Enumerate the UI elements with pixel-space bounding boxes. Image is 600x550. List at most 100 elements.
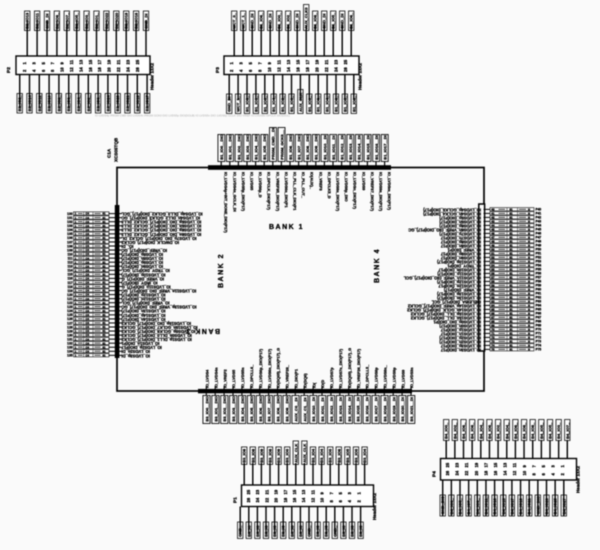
svg-text:61: 61	[103, 337, 107, 341]
svg-text:B1_IO15__DI: B1_IO15__DI	[365, 135, 370, 159]
svg-text:C4: C4	[86, 248, 90, 252]
svg-text:IO_LVDS14p_VREF_DIO(P17)_GCLK2: IO_LVDS14p_VREF_DIO(P17)_GCLK2	[407, 303, 481, 308]
svg-text:67: 67	[491, 316, 495, 320]
svg-text:61: 61	[510, 300, 514, 304]
svg-text:10: 10	[320, 497, 325, 502]
svg-text:B4_IO8_: B4_IO8_	[530, 422, 535, 439]
svg-text:61: 61	[103, 301, 107, 305]
svg-text:106: 106	[67, 236, 73, 240]
svg-text:IO_VREF26_DIO(P17): IO_VREF26_DIO(P17)	[357, 348, 361, 388]
svg-text:B1_IO2__DIO: B1_IO2__DIO	[236, 134, 241, 159]
svg-text:C4: C4	[86, 268, 90, 272]
svg-text:24: 24	[334, 67, 339, 72]
svg-text:IO_LVDS4p+INT_DONE_DIO(P17): IO_LVDS4p+INT_DONE_DIO(P17)	[224, 172, 228, 233]
svg-text:12: 12	[512, 470, 517, 475]
svg-text:B1_IO8__DIO: B1_IO8__DIO	[305, 134, 310, 159]
svg-text:IO_LVDS12p_DIO(P17): IO_LVDS12p_DIO(P17)	[437, 279, 481, 284]
svg-text:B3_IO: B3_IO	[255, 525, 260, 537]
svg-text:H: H	[528, 220, 530, 224]
svg-text:C4: C4	[86, 224, 90, 228]
svg-text:1: 1	[75, 248, 77, 252]
svg-text:1: 1	[75, 277, 77, 281]
svg-text:61: 61	[510, 292, 514, 296]
svg-text:IO(DQ05)_DIO(P17)_G: IO(DQ05)_DIO(P17)_G	[277, 348, 281, 388]
svg-text:53: 53	[491, 260, 495, 264]
svg-text:1: 1	[75, 289, 77, 293]
svg-text:22: 22	[116, 67, 121, 72]
svg-text:B2_IO11: B2_IO11	[35, 12, 40, 29]
svg-text:4: 4	[239, 69, 244, 72]
svg-text:10: 10	[522, 470, 527, 475]
svg-text:4: 4	[347, 500, 352, 503]
svg-text:B1_IO5_: B1_IO5_	[342, 95, 347, 112]
svg-text:BANK 2: BANK 2	[218, 253, 225, 288]
svg-text:1: 1	[75, 232, 77, 236]
svg-text:GND_DI: GND_DI	[144, 14, 149, 29]
svg-text:B4_IO25: B4_IO25	[553, 497, 558, 514]
svg-text:BANK 3: BANK 3	[185, 327, 220, 334]
svg-text:IO_LVDS5n_DIO(P17): IO_LVDS5n_DIO(P17)	[439, 219, 481, 224]
svg-text:P61: P61	[536, 292, 542, 296]
svg-text:P63: P63	[536, 300, 542, 304]
svg-text:B3_IO7__DIO: B3_IO7__DIO	[267, 396, 272, 421]
svg-text:114: 114	[67, 269, 72, 273]
svg-text:B3_IO0: B3_IO0	[285, 448, 290, 463]
svg-text:1: 1	[75, 349, 77, 353]
svg-text:B2_IO2_: B2_IO2_	[17, 94, 22, 111]
svg-text:IO_LVDS15n_DLL_DIO(P17)_GCLK2: IO_LVDS15n_DLL_DIO(P17)_GCLK2	[410, 315, 481, 320]
svg-text:P40: P40	[536, 208, 542, 212]
svg-text:IO_LVDS7n_DIO(P17: IO_LVDS7n_DIO(P17	[440, 235, 481, 240]
svg-text:B4_IO13: B4_IO13	[492, 497, 497, 514]
svg-text:IO(D: IO(D	[321, 380, 325, 388]
svg-text:P44: P44	[536, 224, 542, 228]
svg-text:B3_IO17__DI: B3_IO17__DI	[374, 397, 379, 421]
svg-text:B2_IO10: B2_IO10	[47, 94, 52, 111]
svg-text:B3_IO16__DI: B3_IO16__DI	[365, 397, 370, 421]
svg-text:9: 9	[267, 62, 272, 65]
svg-text:P75: P75	[536, 348, 542, 352]
svg-text:B4_IO3_: B4_IO3_	[449, 497, 454, 514]
svg-text:61: 61	[510, 328, 514, 332]
svg-text:IO_DIO(P1: IO_DIO(P1	[295, 368, 299, 388]
svg-text:23: 23	[334, 59, 339, 64]
svg-text:119: 119	[67, 289, 72, 293]
svg-text:B3_IO: B3_IO	[315, 525, 320, 537]
svg-text:IO_VREF37_DIO(P17): IO_VREF37_DIO(P17)	[370, 172, 374, 212]
svg-text:10: 10	[267, 67, 272, 72]
svg-text:130: 130	[67, 333, 73, 337]
svg-text:B2_IO6_: B2_IO6_	[66, 94, 71, 111]
svg-text:1: 1	[75, 337, 77, 341]
svg-text:132: 132	[67, 342, 73, 346]
svg-text:B4_IO2_: B4_IO2_	[452, 422, 457, 439]
svg-text:1: 1	[75, 252, 77, 256]
svg-text:112: 112	[67, 261, 72, 265]
svg-text:7: 7	[258, 62, 263, 65]
svg-text:18: 18	[483, 470, 488, 475]
svg-text:IO_LVDS7p_DIO_DIO(P17)_GCLK2_D: IO_LVDS7p_DIO_DIO(P17)_GCLK2_DL	[121, 236, 196, 241]
svg-text:IO_DPCLL6_: IO_DPCLL6_	[250, 364, 254, 388]
svg-text:H: H	[528, 320, 530, 324]
svg-text:IO_LVDS5: IO_LVDS5	[232, 369, 236, 388]
svg-text:18: 18	[305, 67, 310, 72]
svg-text:H: H	[528, 288, 530, 292]
svg-text:AUX_CLK: AUX_CLK	[293, 444, 298, 463]
svg-text:C4: C4	[86, 353, 90, 357]
svg-text:61: 61	[510, 284, 514, 288]
svg-text:IO_LVDS7p_DIO(P17): IO_LVDS7p_DIO(P17)	[439, 231, 481, 236]
svg-text:C4: C4	[86, 228, 90, 232]
svg-text:IO_LVDS0n_DIO(P17): IO_LVDS0n_DIO(P17)	[439, 323, 481, 328]
svg-text:100: 100	[67, 212, 73, 216]
svg-text:61: 61	[103, 232, 107, 236]
svg-text:C4: C4	[86, 297, 90, 301]
svg-text:21: 21	[464, 462, 469, 467]
svg-text:61: 61	[103, 264, 107, 268]
svg-text:14: 14	[78, 67, 83, 72]
svg-text:23: 23	[125, 59, 130, 64]
svg-text:P1: P1	[233, 497, 239, 503]
svg-text:P45: P45	[536, 228, 542, 232]
svg-text:1: 1	[75, 309, 77, 313]
svg-text:H: H	[528, 236, 530, 240]
svg-text:B1_IO6_: B1_IO6_	[349, 12, 354, 29]
svg-text:IO_DPCLK_DIO(P17): IO_DPCLK_DIO(P17)	[267, 172, 271, 211]
svg-text:1: 1	[75, 268, 77, 272]
